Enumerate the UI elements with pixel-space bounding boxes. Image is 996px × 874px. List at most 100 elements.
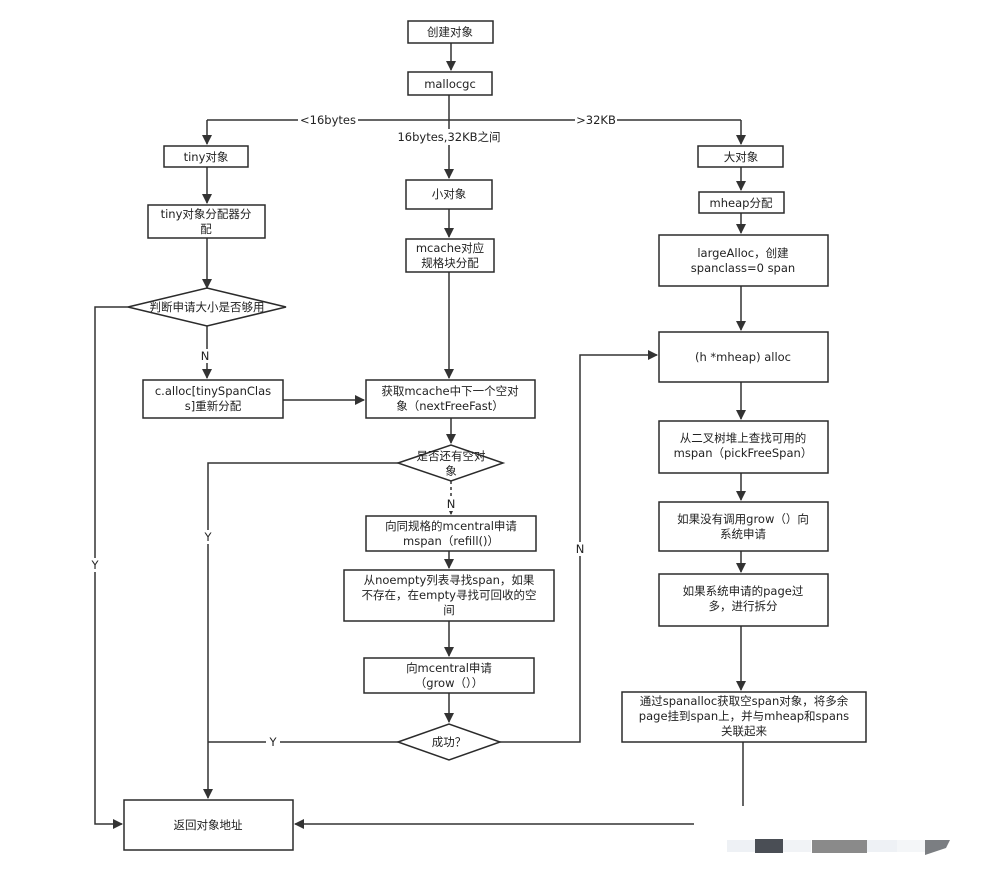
text-line: tiny对象: [184, 150, 229, 164]
text-line: tiny对象分配器分: [161, 207, 252, 221]
node-return-address-text: 返回对象地址: [174, 818, 243, 832]
label-hasfree-n: N: [447, 497, 456, 511]
text-line: mheap分配: [710, 196, 773, 210]
text-line: 小对象: [432, 187, 467, 201]
text-line: 象: [445, 464, 457, 478]
node-too-much-pages-text: 如果系统申请的page过多，进行拆分: [683, 584, 804, 613]
label-lt16bytes: <16bytes: [300, 113, 356, 127]
node-h-mheap-alloc: (h *mheap) alloc: [658, 331, 829, 383]
label-success-y: Y: [268, 735, 277, 749]
text-line: 向mcentral申请: [406, 661, 492, 675]
node-mheap-alloc-text: mheap分配: [710, 196, 773, 210]
text-line: mallocgc: [424, 77, 476, 91]
node-h-mheap-alloc-text: (h *mheap) alloc: [695, 350, 791, 364]
text-line: 通过spanalloc获取空span对象，将多余: [640, 694, 849, 708]
text-line: page挂到span上，并与mheap和spans: [639, 709, 849, 723]
node-tiny-allocator: tiny对象分配器分配: [147, 204, 266, 239]
label-16bytes-32kb: 16bytes,32KB之间: [397, 130, 500, 144]
text-line: mspan（refill()）: [403, 534, 499, 548]
label-judge-y: Y: [90, 558, 99, 572]
watermark-block: [812, 840, 867, 853]
text-line: 从noempty列表寻找span，如果: [364, 573, 535, 587]
node-large-object-text: 大对象: [724, 150, 759, 164]
node-mallocgc: mallocgc: [407, 71, 493, 96]
text-line: 象（nextFreeFast）: [396, 399, 504, 413]
text-line: 多，进行拆分: [709, 599, 778, 613]
text-line: 成功？: [432, 735, 467, 749]
node-small-object-text: 小对象: [432, 187, 467, 201]
text-line: 返回对象地址: [174, 818, 243, 832]
text-line: 系统申请: [720, 527, 766, 541]
watermark-logo: [727, 839, 950, 855]
node-judge-size: 判断申请大小是否够用: [127, 287, 287, 327]
label-judge-n: N: [201, 349, 210, 363]
text-line: largeAlloc，创建: [697, 246, 789, 260]
text-line: 大对象: [724, 150, 759, 164]
text-line: 关联起来: [721, 724, 767, 738]
text-line: (h *mheap) alloc: [695, 350, 791, 364]
node-create-object: 创建对象: [407, 20, 494, 44]
node-mcache-alloc-text: mcache对应规格块分配: [416, 241, 484, 270]
node-tiny-object: tiny对象: [163, 145, 249, 168]
node-create-object-text: 创建对象: [427, 25, 473, 39]
watermark-block: [755, 839, 783, 853]
text-line: 获取mcache中下一个空对: [381, 384, 519, 398]
node-small-object: 小对象: [405, 179, 493, 210]
edges: [94, 43, 746, 829]
node-next-free-fast: 获取mcache中下一个空对象（nextFreeFast）: [365, 379, 536, 419]
node-tiny-object-text: tiny对象: [184, 150, 229, 164]
text-line: 从二叉树堆上查找可用的: [680, 431, 807, 445]
node-return-address: 返回对象地址: [123, 799, 294, 851]
text-line: 不存在，在empty寻找可回收的空: [362, 588, 537, 602]
text-line: mspan（pickFreeSpan）: [674, 446, 813, 460]
node-success: 成功？: [395, 723, 503, 761]
text-line: c.alloc[tinySpanClas: [155, 384, 271, 398]
node-grow: 向mcentral申请（grow（））: [363, 657, 535, 694]
text-line: 配: [200, 222, 212, 236]
node-mcache-alloc: mcache对应规格块分配: [405, 238, 495, 273]
text-line: 判断申请大小是否够用: [150, 300, 265, 314]
edge-labels: <16bytes 16bytes,32KB之间 >32KB N Y N Y Y …: [88, 112, 617, 749]
node-has-free-object-text: 是否还有空对象: [417, 449, 486, 478]
label-success-n: N: [576, 542, 585, 556]
node-next-free-fast-text: 获取mcache中下一个空对象（nextFreeFast）: [381, 384, 519, 413]
text-line: 规格块分配: [421, 256, 479, 270]
watermark-block: [783, 840, 811, 852]
node-mallocgc-text: mallocgc: [424, 77, 476, 91]
node-has-free-object: 是否还有空对象: [395, 444, 506, 482]
watermark-block: [897, 840, 925, 852]
watermark-block: [867, 840, 897, 852]
node-noempty: 从noempty列表寻找span，如果不存在，在empty寻找可回收的空间: [343, 569, 555, 622]
node-success-text: 成功？: [432, 735, 467, 749]
node-large-object: 大对象: [697, 145, 784, 168]
text-line: spanclass=0 span: [691, 261, 795, 275]
text-line: s]重新分配: [185, 399, 242, 413]
text-line: 间: [443, 603, 455, 617]
node-no-grow: 如果没有调用grow（）向系统申请: [658, 501, 829, 552]
watermark-block: [727, 840, 755, 852]
node-grow-text: 向mcentral申请（grow（））: [406, 661, 492, 690]
text-line: 如果系统申请的page过: [683, 584, 804, 598]
text-line: 是否还有空对: [417, 449, 486, 463]
node-too-much-pages: 如果系统申请的page过多，进行拆分: [658, 573, 829, 627]
text-line: （grow（））: [415, 676, 483, 690]
node-noempty-text: 从noempty列表寻找span，如果不存在，在empty寻找可回收的空间: [362, 573, 537, 617]
text-line: mcache对应: [416, 241, 484, 255]
edge-hasfree-return: [203, 462, 398, 799]
node-tiny-allocator-text: tiny对象分配器分配: [161, 207, 252, 236]
text-line: 如果没有调用grow（）向: [677, 512, 809, 526]
text-line: 创建对象: [427, 25, 473, 39]
text-line: 向同规格的mcentral申请: [385, 519, 517, 533]
nodes: 创建对象 mallocgc tiny对象 tiny对象分配器分配 判断申请大小是…: [123, 20, 867, 851]
label-gt32kb: >32KB: [576, 113, 616, 127]
